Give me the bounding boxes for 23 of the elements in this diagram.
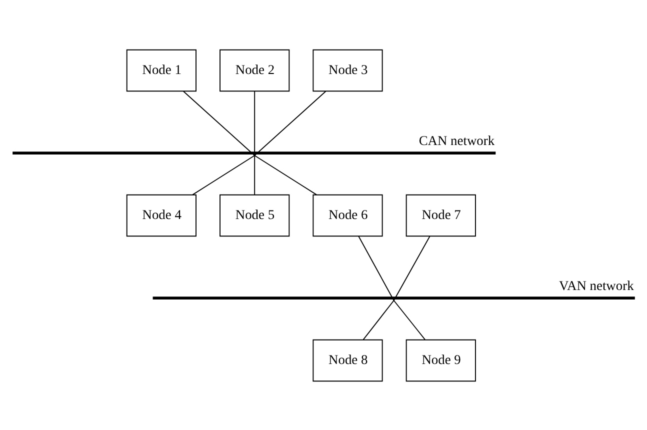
node-box: Node 3 <box>312 48 383 92</box>
node-label: VAN network <box>559 278 634 293</box>
node-box: Node 1 <box>126 48 196 92</box>
node-box: Node 8 <box>312 338 383 382</box>
node-box: Node 5 <box>220 194 290 236</box>
node-box: Node 9 <box>406 338 476 382</box>
connector <box>254 154 317 195</box>
connector <box>358 235 394 300</box>
node-box: Node 6 <box>312 194 383 236</box>
connector <box>192 154 256 195</box>
connector <box>254 154 256 195</box>
node-bar <box>152 296 635 300</box>
node-label: CAN network <box>418 132 495 148</box>
connector <box>254 90 326 156</box>
connector <box>183 90 256 156</box>
node-box: Node 4 <box>126 194 196 236</box>
connector <box>254 90 256 156</box>
connector <box>362 300 394 340</box>
node-box: Node 7 <box>406 194 476 236</box>
node-box: Node 2 <box>220 48 290 92</box>
node-bar <box>12 151 496 154</box>
connector <box>393 300 426 340</box>
connector <box>393 235 430 300</box>
